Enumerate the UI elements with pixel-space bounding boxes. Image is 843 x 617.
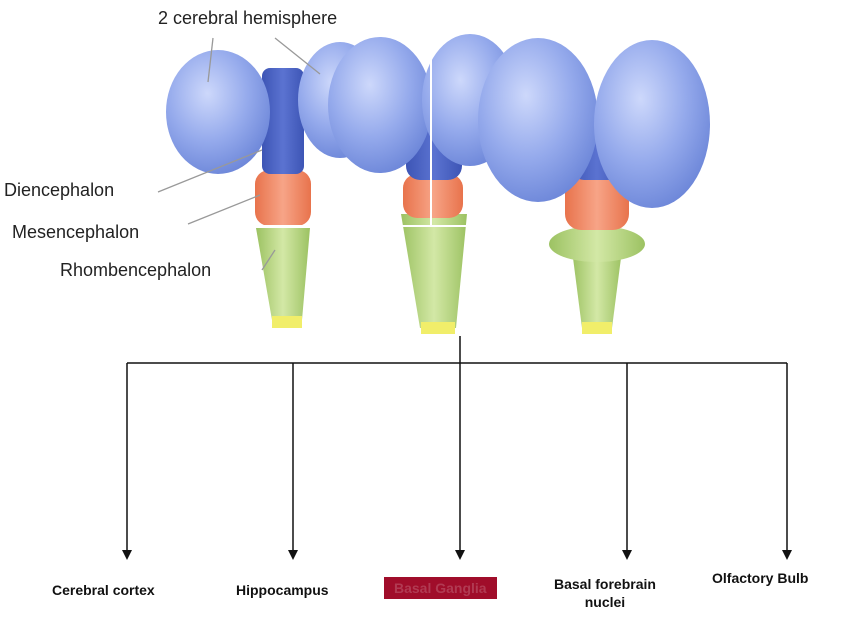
label-mesencephalon: Mesencephalon [12,222,139,243]
left-hemisphere-1 [166,50,270,174]
midbrain-1 [255,170,311,226]
outcome-basal-forebrain-line1: Basal forebrain [554,576,656,592]
outcome-hippocampus: Hippocampus [236,582,329,598]
outcome-basal-forebrain: Basal forebrain nuclei [554,575,656,611]
spinal-tip-1 [272,316,302,328]
outcome-olfactory-bulb: Olfactory Bulb [712,570,808,586]
arrowhead-1 [122,550,132,560]
midbrain-2 [403,174,463,218]
outcome-cerebral-cortex: Cerebral cortex [52,582,155,598]
arrowhead-3 [455,550,465,560]
label-diencephalon: Diencephalon [4,180,114,201]
left-hemisphere-2 [328,37,432,173]
left-hemisphere-3 [478,38,598,202]
leader-mesencephalon [188,195,260,224]
pons-3 [549,226,645,262]
arrowhead-5 [782,550,792,560]
spinal-tip-3 [582,322,612,334]
outcome-basal-ganglia: Basal Ganglia [384,577,497,599]
arrowhead-4 [622,550,632,560]
label-rhombencephalon: Rhombencephalon [60,260,211,281]
label-hemisphere: 2 cerebral hemisphere [158,8,337,29]
right-hemisphere-3 [594,40,710,208]
hindbrain-1 [256,228,310,320]
outcome-basal-forebrain-line2: nuclei [585,594,625,610]
arrowhead-2 [288,550,298,560]
hindbrain-2 [401,214,467,328]
embryo-stage-3 [478,38,710,334]
spinal-tip-2 [421,322,455,334]
